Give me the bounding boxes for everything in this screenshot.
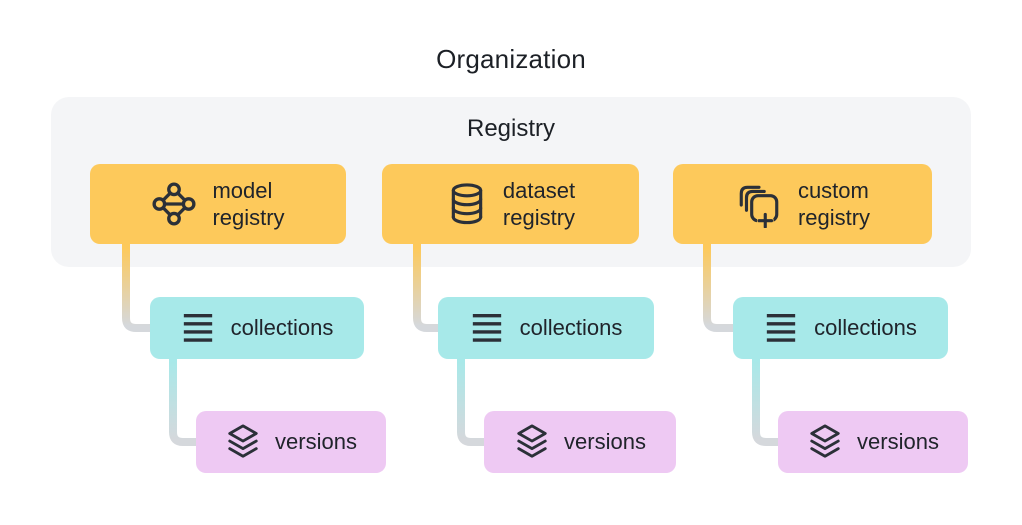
node-label: versions <box>275 429 357 454</box>
node-collections-3: collections <box>733 297 948 359</box>
connector-collections-versions-2 <box>457 358 485 446</box>
node-label: collections <box>230 315 334 340</box>
node-label: model registry <box>212 178 285 230</box>
connector-model-collections <box>122 243 151 332</box>
node-versions-1: versions <box>196 411 386 473</box>
node-model-registry: model registry <box>90 164 346 244</box>
list-icon <box>764 310 798 346</box>
stack-icon <box>225 422 261 462</box>
model-graph-icon <box>151 181 197 227</box>
node-custom-registry: custom registry <box>673 164 932 244</box>
copy-add-icon <box>735 180 783 228</box>
node-collections-2: collections <box>438 297 654 359</box>
connector-collections-versions-1 <box>169 358 197 446</box>
registry-label: Registry <box>466 115 556 142</box>
connector-dataset-collections <box>413 243 439 332</box>
list-icon <box>181 310 215 346</box>
node-collections-1: collections <box>150 297 364 359</box>
node-dataset-registry: dataset registry <box>382 164 639 244</box>
node-label: custom registry <box>797 178 871 230</box>
page-title: Organization <box>436 44 586 74</box>
database-icon <box>446 180 488 228</box>
node-versions-2: versions <box>484 411 676 473</box>
node-versions-3: versions <box>778 411 968 473</box>
node-label: dataset registry <box>502 178 576 230</box>
stack-icon <box>514 422 550 462</box>
connector-custom-collections <box>703 243 734 332</box>
node-label: collections <box>814 315 917 340</box>
connector-collections-versions-3 <box>752 358 779 446</box>
node-label: versions <box>564 429 646 454</box>
list-icon <box>470 310 504 346</box>
node-label: versions <box>857 429 939 454</box>
stack-icon <box>807 422 843 462</box>
node-label: collections <box>519 315 623 340</box>
